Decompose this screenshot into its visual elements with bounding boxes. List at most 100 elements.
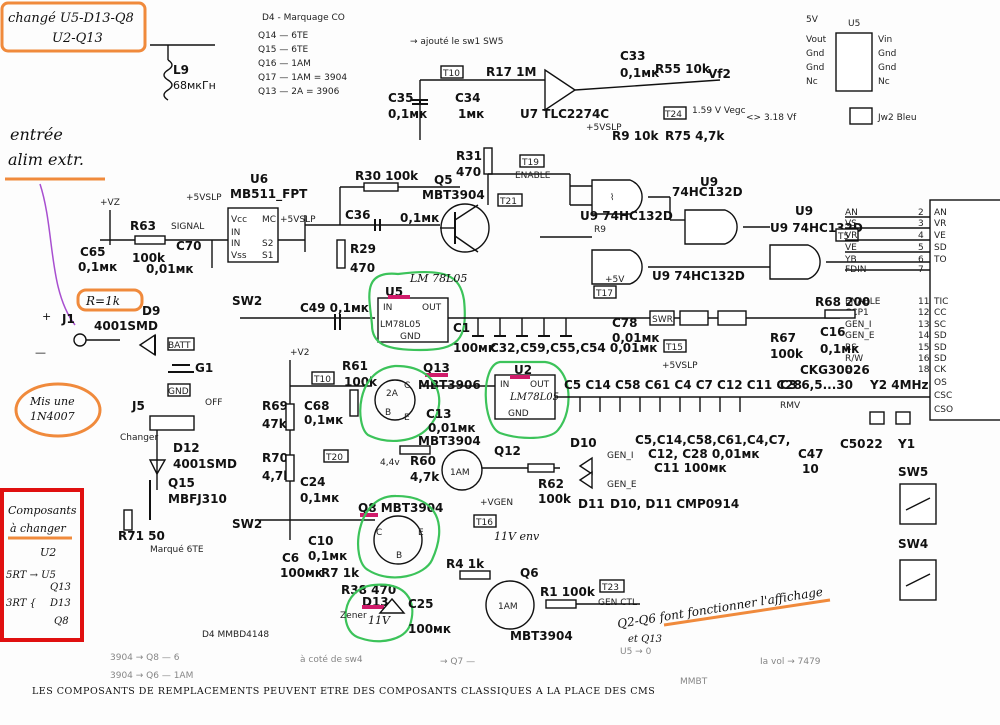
svg-text:C11 100мк: C11 100мк	[654, 461, 727, 475]
q13-u2-section: +V2 T10 R69 47k C68 0,1мк R70 4,7k T20 C…	[262, 348, 930, 540]
j5-d12-q15-section: J5 Changer OFF D12 4001SMD Q15 MBFJ310 R…	[118, 398, 237, 555]
svg-text:0,1мк: 0,1мк	[308, 549, 347, 563]
svg-text:Q5: Q5	[434, 173, 453, 187]
components-to-change-box	[0, 488, 84, 642]
svg-text:Gnd: Gnd	[806, 63, 824, 73]
svg-text:4,7k: 4,7k	[410, 470, 440, 484]
u6-prescaler: U6 MB511_FPT Vcc IN IN Vss MC S2 S1 +5VS…	[78, 172, 316, 276]
svg-text:Q16 — 1AM: Q16 — 1AM	[258, 59, 311, 69]
svg-text:SD: SD	[934, 354, 947, 364]
svg-text:R68 200: R68 200	[815, 295, 870, 309]
svg-text:SIGNAL: SIGNAL	[171, 222, 204, 232]
svg-text:OFF: OFF	[205, 398, 222, 408]
svg-text:1.59 V Vegc: 1.59 V Vegc	[692, 106, 746, 116]
svg-text:C12, C28 0,01мк: C12, C28 0,01мк	[648, 447, 760, 461]
svg-text:3: 3	[918, 219, 924, 229]
svg-text:SW4: SW4	[898, 537, 928, 551]
svg-text:→ ajouté le sw1 SW5: → ajouté le sw1 SW5	[410, 36, 503, 47]
r1k-note-box	[76, 288, 144, 312]
svg-text:100k: 100k	[132, 251, 166, 265]
mis-une-note-oval	[14, 382, 102, 438]
svg-text:Vf2: Vf2	[708, 67, 731, 81]
entree-note-line2: alim extr.	[8, 150, 84, 169]
u5-pinout-sketch: U5 5V Vout Gnd Gnd Nc Vin Gnd Gnd Nc Jw2…	[806, 15, 917, 125]
component-3rt: 3RT {	[6, 598, 37, 609]
svg-text:—: —	[35, 346, 46, 359]
svg-text:TIC: TIC	[933, 297, 948, 307]
svg-text:Nc: Nc	[806, 77, 818, 87]
svg-text:Q12: Q12	[494, 444, 521, 458]
changed-note-line2: U2-Q13	[52, 31, 103, 46]
svg-text:D11: D11	[578, 497, 605, 511]
svg-text:Jw2 Bleu: Jw2 Bleu	[877, 113, 917, 123]
svg-text:T23: T23	[601, 583, 619, 593]
svg-text:J1: J1	[61, 312, 75, 326]
svg-text:4,4v: 4,4v	[380, 458, 400, 468]
svg-text:R1 100k: R1 100k	[540, 585, 596, 599]
component-5rt-u5: 5RT → U5	[6, 570, 56, 581]
svg-text:Q15 — 6TE: Q15 — 6TE	[258, 45, 308, 55]
svg-text:Q17 — 1AM = 3904: Q17 — 1AM = 3904	[258, 73, 347, 83]
svg-text:SW5: SW5	[898, 465, 928, 479]
svg-text:T20: T20	[325, 453, 343, 463]
svg-text:C: C	[376, 528, 382, 538]
svg-text:U9: U9	[700, 175, 718, 189]
svg-text:→ Q7 —: → Q7 —	[440, 657, 475, 667]
svg-text:7: 7	[918, 265, 924, 275]
svg-text:C49 0,1мк: C49 0,1мк	[300, 301, 369, 315]
svg-text:T21: T21	[499, 197, 517, 207]
svg-text:+5VSLP: +5VSLP	[280, 215, 316, 225]
svg-text:S1: S1	[262, 251, 273, 261]
svg-text:+5V: +5V	[605, 275, 625, 285]
svg-text:MBT3904: MBT3904	[422, 188, 485, 202]
svg-text:Gnd: Gnd	[806, 49, 824, 59]
svg-text:100k: 100k	[770, 347, 804, 361]
svg-text:+VGEN: +VGEN	[480, 498, 513, 508]
svg-text:2A: 2A	[386, 389, 399, 399]
svg-text:SD: SD	[934, 243, 947, 253]
svg-text:GND: GND	[508, 409, 529, 419]
svg-text:J5: J5	[131, 399, 145, 413]
svg-text:11: 11	[918, 297, 929, 307]
svg-text:C25: C25	[408, 597, 434, 611]
svg-text:D9: D9	[142, 304, 160, 318]
svg-text:0,1мк: 0,1мк	[388, 107, 427, 121]
svg-text:R/W: R/W	[845, 354, 863, 364]
svg-text:OS: OS	[934, 378, 947, 388]
svg-text:4: 4	[918, 231, 924, 241]
svg-text:LM78L05: LM78L05	[509, 392, 559, 403]
svg-text:+5VSLP: +5VSLP	[662, 361, 698, 371]
svg-text:BATT: BATT	[168, 341, 191, 351]
svg-text:Marqué 6TE: Marqué 6TE	[150, 544, 204, 555]
svg-text:C1: C1	[453, 321, 470, 335]
svg-text:CC: CC	[934, 308, 947, 318]
changed-note-box	[0, 1, 147, 53]
svg-text:R69: R69	[262, 399, 288, 413]
svg-text:C3 6,5...30: C3 6,5...30	[780, 378, 853, 392]
svg-text:AN: AN	[934, 208, 947, 218]
svg-text:R70: R70	[262, 451, 288, 465]
svg-text:Gnd: Gnd	[878, 49, 896, 59]
svg-text:Vin: Vin	[878, 35, 892, 45]
svg-text:TO: TO	[933, 255, 947, 265]
svg-text:R62: R62	[538, 477, 564, 491]
svg-text:U5 → 0: U5 → 0	[620, 647, 652, 657]
svg-text:MB511_FPT: MB511_FPT	[230, 187, 308, 202]
svg-text:MBFJ310: MBFJ310	[168, 492, 227, 506]
svg-text:0,1мк: 0,1мк	[620, 66, 659, 80]
svg-text:SC: SC	[934, 320, 946, 330]
svg-text:470: 470	[350, 261, 375, 275]
components-title-line2: à changer	[10, 522, 66, 535]
svg-text:C5,C14,C58,C61,C4,C7,: C5,C14,C58,C61,C4,C7,	[635, 433, 790, 447]
svg-text:13: 13	[918, 320, 929, 330]
mis-une-note-line2: 1N4007	[30, 410, 75, 423]
u9-nand-gates: T19 ENABLE ⌇ U9 74HC132D 74HC132D U9 U9 …	[515, 154, 930, 285]
svg-text:Y2 4MHz: Y2 4MHz	[869, 378, 929, 392]
svg-text:VS: VS	[845, 219, 857, 229]
svg-text:R60: R60	[410, 454, 436, 468]
q8-d13-q6-section: SW2 Q8 MBT3904 C B E T16 11V env C6 100м…	[202, 494, 640, 643]
svg-text:T10: T10	[442, 69, 460, 79]
svg-text:OUT: OUT	[422, 303, 442, 313]
svg-text:IN: IN	[383, 303, 392, 313]
